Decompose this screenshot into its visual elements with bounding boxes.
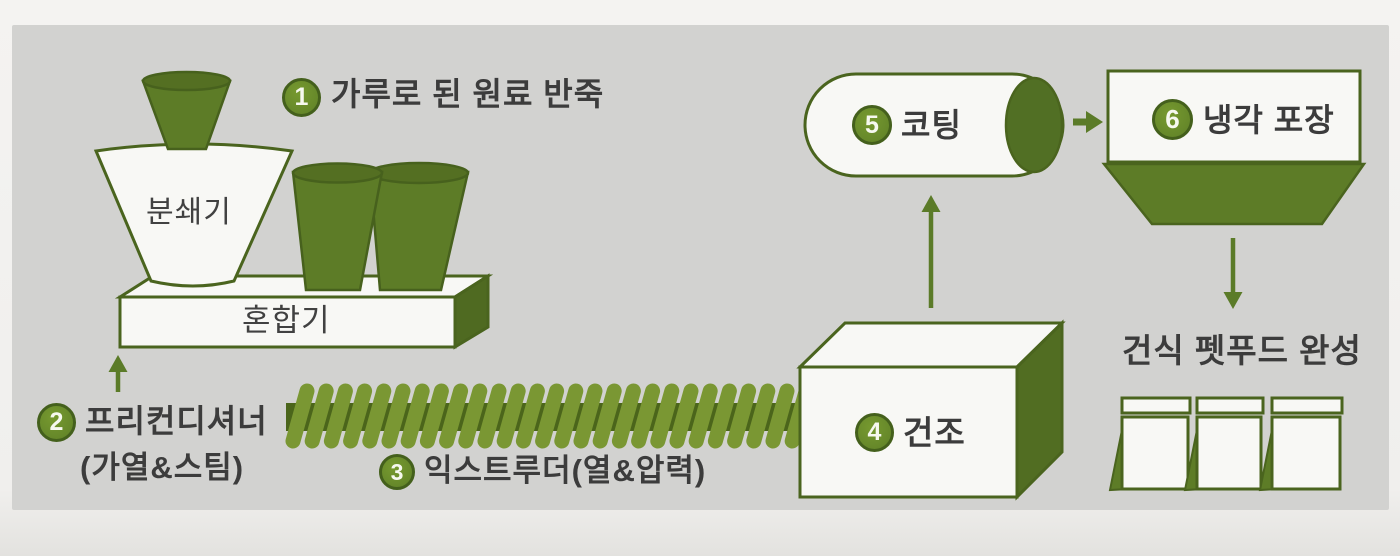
coating-to-cooling-arrow-icon — [1073, 111, 1103, 133]
food-bag-icon — [1258, 396, 1344, 492]
step5-label: 코팅 — [901, 107, 962, 143]
step1-badge: 1 — [282, 78, 321, 117]
food-bag-icon — [1183, 396, 1265, 492]
material-cups-icon — [291, 161, 470, 292]
dryer-to-coating-arrow-icon — [921, 195, 941, 308]
step4-number: 4 — [867, 418, 882, 446]
step4-label: 건조 — [903, 414, 966, 451]
step3-label: 익스트루더(열&압력) — [424, 453, 707, 488]
step2-sublabel: (가열&스팀) — [80, 450, 245, 485]
step1-label: 가루로 된 원료 반죽 — [331, 76, 605, 112]
grinder-label: 분쇄기 — [146, 196, 232, 229]
grinder-funnel-icon — [93, 142, 295, 288]
step6-label: 냉각 포장 — [1203, 102, 1335, 138]
pet-food-bags-icon — [1108, 396, 1344, 492]
step5-number: 5 — [865, 110, 879, 139]
step6-number: 6 — [1165, 104, 1180, 134]
step4-badge: 4 — [855, 413, 894, 452]
step2-label: 프리컨디셔너 — [85, 403, 268, 439]
result-label: 건식 펫푸드 완성 — [1122, 332, 1362, 369]
step2-badge: 2 — [37, 403, 76, 442]
step5-badge: 5 — [852, 105, 892, 145]
mixer-slab-icon — [114, 273, 494, 350]
step3-number: 3 — [390, 458, 404, 485]
feed-cone-icon — [141, 70, 232, 151]
preconditioner-arrow-icon — [108, 355, 128, 392]
step3-badge: 3 — [379, 454, 415, 490]
mixer-label: 혼합기 — [242, 303, 331, 338]
cooling-to-bags-arrow-icon — [1223, 238, 1243, 309]
coating-cylinder-icon — [803, 72, 1065, 178]
step6-badge: 6 — [1152, 99, 1193, 140]
step1-number: 1 — [294, 83, 309, 111]
dryer-box-icon — [796, 319, 1066, 501]
food-bag-icon — [1108, 396, 1192, 492]
extruder-screw-icon — [285, 383, 814, 449]
step2-number: 2 — [49, 408, 64, 436]
cooling-hopper-icon — [1101, 69, 1367, 226]
